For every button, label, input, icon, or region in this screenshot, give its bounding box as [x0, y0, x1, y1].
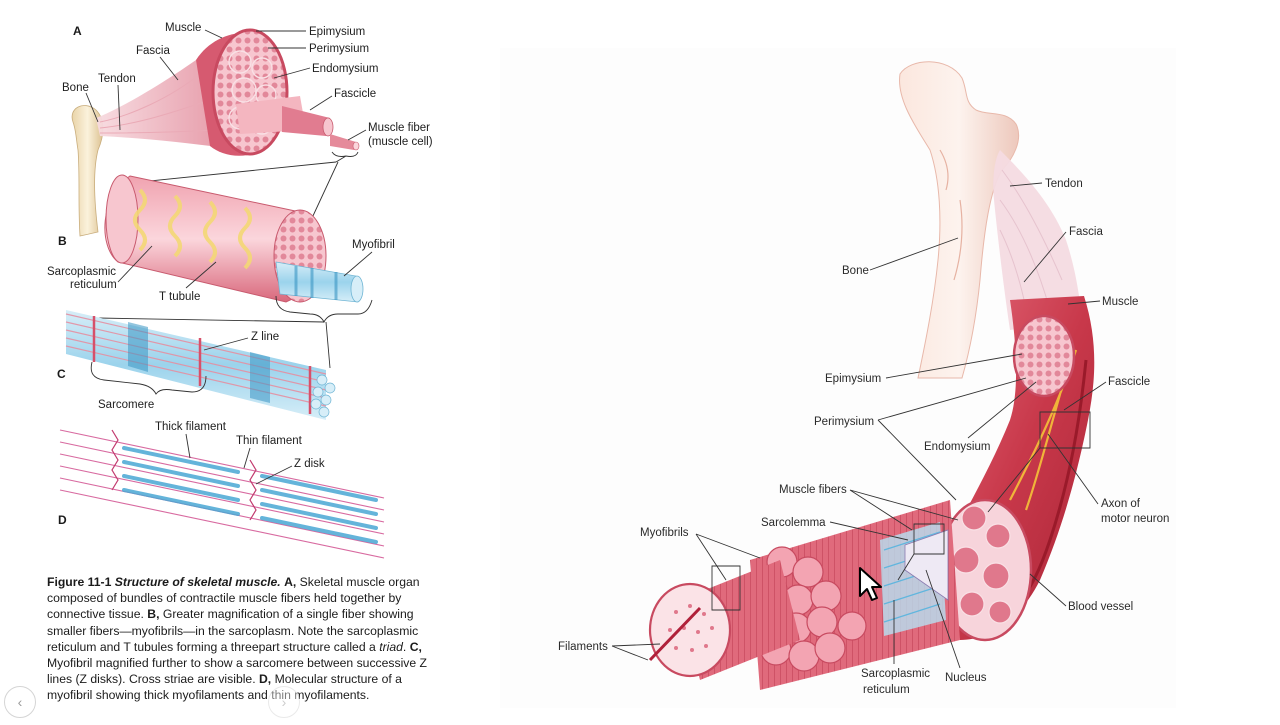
panel-c: C Z line Sarcomere — [57, 310, 336, 420]
caption-title: Structure of skeletal muscle. — [114, 575, 281, 589]
caption-letter-a: A, — [284, 575, 297, 589]
panel-d: D Thick filament Thin filament Z disk — [58, 421, 385, 559]
right-label-axon-2: motor neuron — [1101, 513, 1169, 525]
label-muscle-cell: (muscle cell) — [368, 136, 433, 148]
caption-text-a: Skeletal muscle organ composed of bundle… — [47, 575, 420, 622]
femur-shape — [899, 61, 1020, 379]
label-sarcoplasmic-reticulum-1: Sarcoplasmic — [47, 266, 116, 278]
right-label-perimysium: Perimysium — [814, 416, 874, 428]
label-endomysium: Endomysium — [312, 63, 378, 75]
z-disks — [111, 429, 257, 521]
panel-letter-d: D — [58, 513, 67, 527]
cross-section-top — [1012, 314, 1076, 398]
label-epimysium: Epimysium — [309, 26, 365, 38]
label-z-line: Z line — [251, 331, 279, 343]
fascicle-sections — [952, 505, 1012, 624]
caption-letter-b: B, — [147, 607, 160, 622]
panel-letter-b: B — [58, 234, 67, 248]
figure-caption: Figure 11-1 Structure of skeletal muscle… — [47, 574, 442, 704]
right-label-muscle: Muscle — [1102, 296, 1138, 308]
bone-shape — [71, 105, 104, 237]
right-label-blood-vessel: Blood vessel — [1068, 601, 1133, 613]
label-perimysium: Perimysium — [309, 43, 369, 55]
next-slide-button[interactable]: › — [268, 686, 300, 718]
fascicle-bundle-end — [282, 106, 330, 136]
right-label-filaments: Filaments — [558, 641, 608, 653]
tendon-shape — [96, 60, 226, 148]
label-z-disk: Z disk — [294, 458, 325, 470]
right-label-sarcoplasmic-1: Sarcoplasmic — [861, 668, 930, 680]
caption-text-b1: Greater magnification of a single fiber … — [47, 607, 419, 654]
right-label-fascicle: Fascicle — [1108, 376, 1150, 388]
label-sarcomere: Sarcomere — [98, 399, 154, 411]
zoom-lines-ab — [119, 161, 339, 219]
right-label-sarcoplasmic-2: reticulum — [863, 684, 910, 696]
right-label-axon-1: Axon of — [1101, 498, 1141, 510]
right-label-nucleus: Nucleus — [945, 672, 987, 684]
caption-letter-d: D, — [258, 672, 272, 687]
tendon-fibers — [99, 73, 217, 134]
right-label-bone: Bone — [842, 265, 869, 277]
right-label-sarcolemma: Sarcolemma — [761, 517, 826, 529]
right-figure: Tendon Fascia Bone Muscle Epimysium Fasc… — [500, 48, 1176, 708]
thick-filaments — [122, 446, 378, 544]
caption-text-b2: . — [402, 639, 407, 654]
label-tendon: Tendon — [98, 73, 136, 85]
right-label-muscle-fibers: Muscle fibers — [779, 484, 847, 496]
panel-b: B Myofibril Sarcoplasmic reticulum T tub… — [47, 174, 395, 324]
right-label-epimysium: Epimysium — [825, 373, 881, 385]
right-label-endomysium: Endomysium — [924, 441, 990, 453]
sarcolemma-cone — [904, 529, 949, 601]
zoom-lines-bc — [97, 317, 331, 369]
panel-letter-c: C — [57, 367, 66, 381]
label-myofibril: Myofibril — [352, 239, 395, 251]
label-t-tubule: T tubule — [159, 291, 200, 303]
previous-slide-button[interactable]: ‹ — [4, 686, 36, 718]
right-label-myofibrils: Myofibrils — [640, 527, 689, 539]
panel-a: A Muscle Epimysium Perimysium Endomysium… — [62, 22, 433, 237]
fiber-cross-section — [648, 582, 732, 678]
myofilament-ends — [310, 374, 336, 418]
single-fiber — [330, 134, 356, 150]
caption-figure-number: Figure 11-1 — [47, 575, 112, 589]
label-bone: Bone — [62, 82, 89, 94]
caption-term-triad: triad — [379, 639, 403, 654]
mouse-pointer-icon — [859, 567, 882, 601]
caption-text-c: Myofibril magnified further to show a sa… — [47, 656, 428, 687]
thin-filaments — [59, 429, 385, 559]
tendon-fascia — [993, 150, 1082, 330]
label-fascicle: Fascicle — [334, 88, 376, 100]
right-label-fascia: Fascia — [1069, 226, 1103, 238]
label-muscle: Muscle — [165, 22, 201, 34]
label-thin-filament: Thin filament — [236, 435, 303, 447]
label-fascia: Fascia — [136, 45, 170, 57]
panel-letter-a: A — [73, 24, 82, 38]
label-sarcoplasmic-reticulum-2: reticulum — [70, 279, 117, 291]
blood-vessel-right — [1018, 359, 1088, 602]
label-thick-filament: Thick filament — [155, 421, 227, 433]
caption-letter-c: C, — [409, 639, 422, 654]
chevron-right-icon: › — [281, 694, 287, 710]
right-label-tendon: Tendon — [1045, 178, 1083, 190]
chevron-left-icon: ‹ — [17, 694, 23, 710]
label-muscle-fiber: Muscle fiber — [368, 122, 430, 134]
sr-network — [133, 188, 252, 270]
